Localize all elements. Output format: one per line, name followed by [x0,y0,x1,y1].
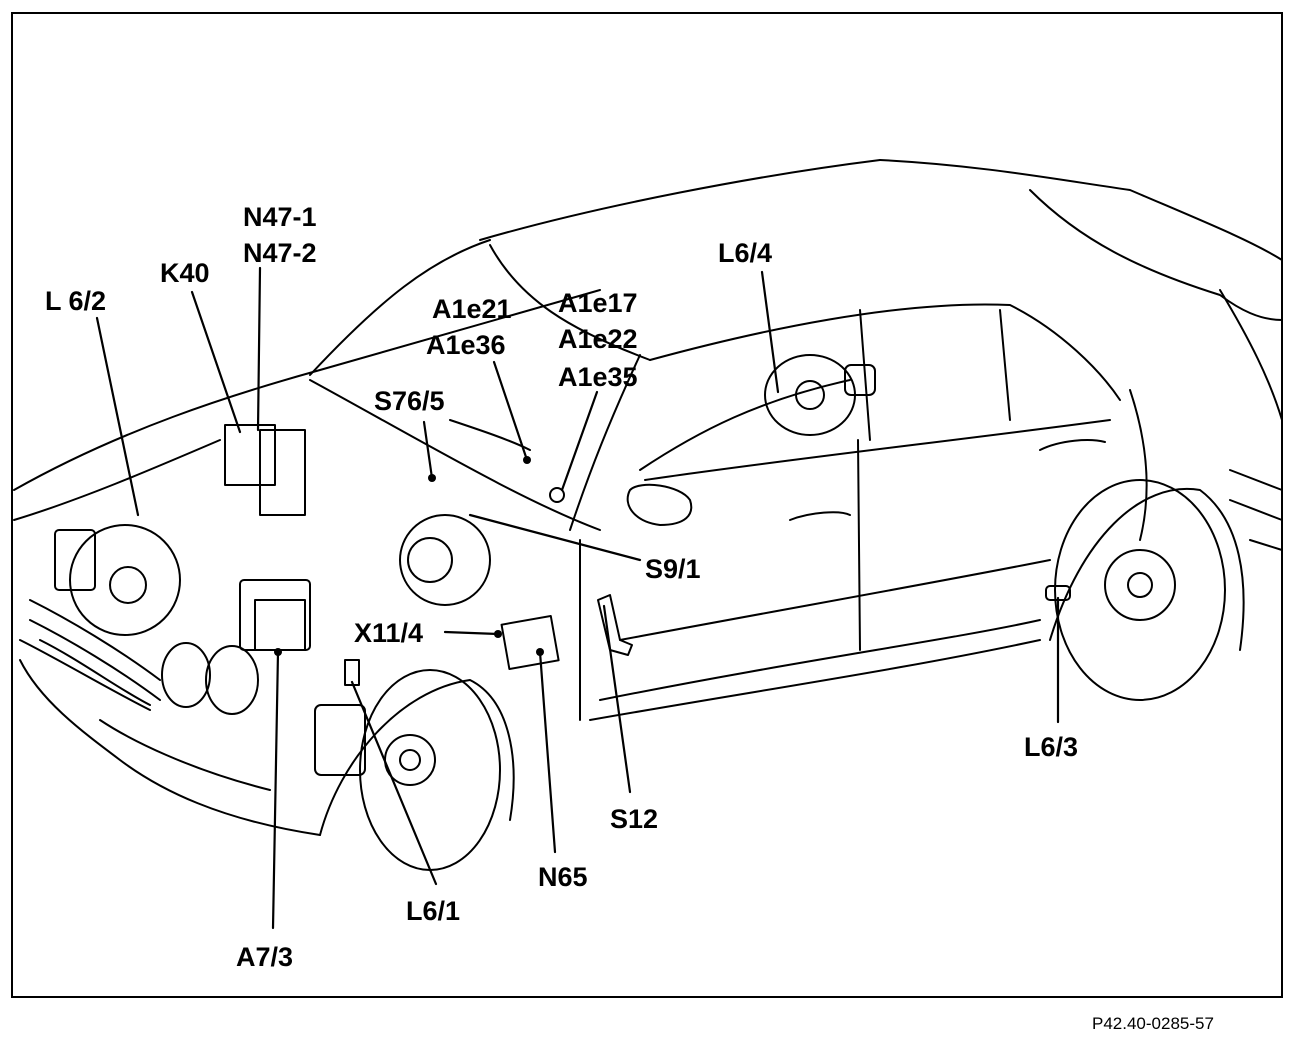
label-a1e22: A1e22 [558,324,638,354]
figure-reference: P42.40-0285-57 [1092,1014,1214,1033]
label-k40: K40 [160,258,210,288]
label-a1e17: A1e17 [558,288,638,318]
label-x11-4: X11/4 [354,618,423,648]
label-l6-4: L6/4 [718,238,772,268]
label-n47-1: N47-1 [243,202,317,232]
label-n65: N65 [538,862,588,892]
label-a7-3: A7/3 [236,942,293,972]
label-s76-5: S76/5 [374,386,445,416]
label-a1e35: A1e35 [558,362,638,392]
leader-dots [274,456,544,656]
label-l6-3: L6/3 [1024,732,1078,762]
label-s9-1: S9/1 [645,554,701,584]
label-l6-2: L 6/2 [45,286,106,316]
leader-lines [95,266,1060,930]
label-a1e36: A1e36 [426,330,506,360]
label-l6-1: L6/1 [406,896,460,926]
label-s12: S12 [610,804,658,834]
car-body-outline [13,159,1283,871]
label-a1e21: A1e21 [432,294,512,324]
label-n47-2: N47-2 [243,238,317,268]
diagram-frame [11,12,1283,998]
